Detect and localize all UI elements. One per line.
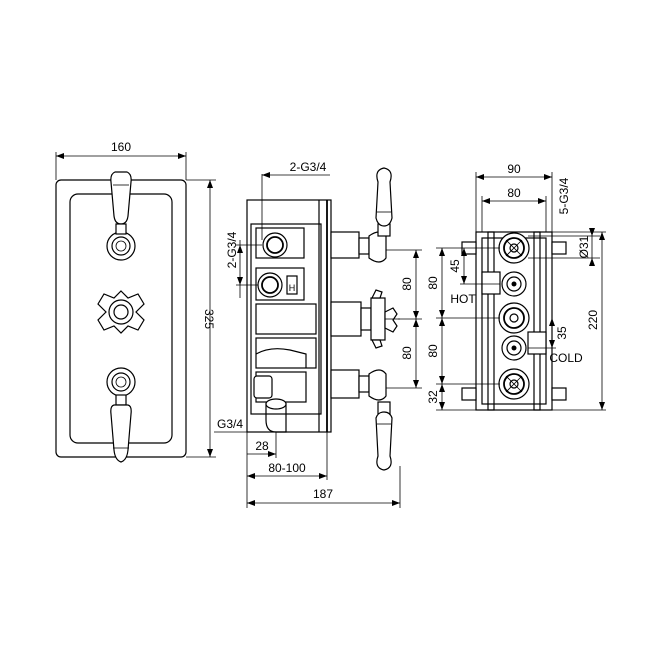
- rear-outlet-bottom: [498, 368, 530, 400]
- front-height-dimension: 325: [186, 179, 216, 458]
- rear-inlet-hot: [501, 271, 527, 297]
- rear-width-inner-dimension: 80: [481, 186, 547, 232]
- front-width-dimension: 160: [55, 140, 187, 180]
- side-outlet-label: G3/4: [217, 417, 243, 431]
- rear-frame: [461, 231, 567, 411]
- front-width-label: 160: [111, 140, 131, 154]
- rear-inlet-cold: [501, 335, 527, 361]
- side-view: 2-G3/4 2-G3/4 H: [214, 160, 422, 508]
- side-28-label: 28: [255, 439, 269, 453]
- rear-left-dimensions: 80 80 32: [426, 247, 500, 411]
- rear-outlet-top: [498, 232, 530, 264]
- side-outlet: [265, 398, 287, 433]
- side-depth-range-dimension: 80-100: [247, 432, 328, 480]
- side-center-handle: [330, 289, 400, 349]
- side-spacing-upper-label: 80: [400, 277, 414, 291]
- side-total-depth-dimension: 187: [247, 466, 401, 508]
- side-inlets-left-label: 2-G3/4: [225, 231, 239, 268]
- rear-diameter-label: Ø31: [577, 235, 591, 258]
- rear-35-dimension: 35 COLD: [528, 318, 583, 365]
- rear-cold-label: COLD: [549, 351, 583, 365]
- rear-35-label: 35: [555, 326, 569, 340]
- side-inlets-top-label: 2-G3/4: [290, 160, 327, 174]
- side-upper-handle: [330, 167, 393, 263]
- rear-outlets-dimension: 5-G3/4: [528, 177, 571, 233]
- rear-center-valve: [498, 302, 530, 334]
- rear-80-lower-label: 80: [426, 344, 440, 358]
- rear-width-inner-label: 80: [507, 186, 521, 200]
- side-spacing-lower-label: 80: [400, 346, 414, 360]
- front-view: 160: [55, 140, 216, 463]
- front-center-cross-handle: [97, 290, 145, 334]
- front-bottom-lever: [106, 367, 136, 463]
- side-inlets-left-dimension: 2-G3/4: [225, 231, 262, 298]
- side-total-depth-label: 187: [313, 487, 333, 501]
- rear-80-upper-label: 80: [426, 276, 440, 290]
- side-outlet-dimension: G3/4: [214, 417, 266, 433]
- rear-width-outer-label: 90: [507, 162, 521, 176]
- rear-view: 90 80 5-G3/4 Ø31: [426, 162, 606, 411]
- rear-32-label: 32: [426, 390, 440, 404]
- side-depth-range-label: 80-100: [268, 461, 306, 475]
- side-spacing-dimensions: 80 80: [386, 249, 422, 389]
- rear-hot-label: HOT: [450, 292, 476, 306]
- front-top-lever: [106, 171, 136, 261]
- front-height-label: 325: [202, 309, 216, 329]
- rear-45-dimension: 45 HOT: [448, 248, 500, 306]
- rear-45-label: 45: [448, 259, 462, 273]
- rear-height-label: 220: [586, 310, 600, 330]
- rear-height-dimension: 220: [552, 231, 606, 411]
- rear-outlets-label: 5-G3/4: [557, 177, 571, 214]
- side-28-dimension: 28: [246, 432, 277, 508]
- side-hot-marker: H: [289, 283, 296, 293]
- side-lower-handle: [330, 369, 393, 471]
- side-inlets-top-dimension: 2-G3/4: [261, 160, 330, 240]
- rear-width-outer-dimension: 90: [475, 162, 553, 232]
- side-valve-body: H: [250, 223, 322, 415]
